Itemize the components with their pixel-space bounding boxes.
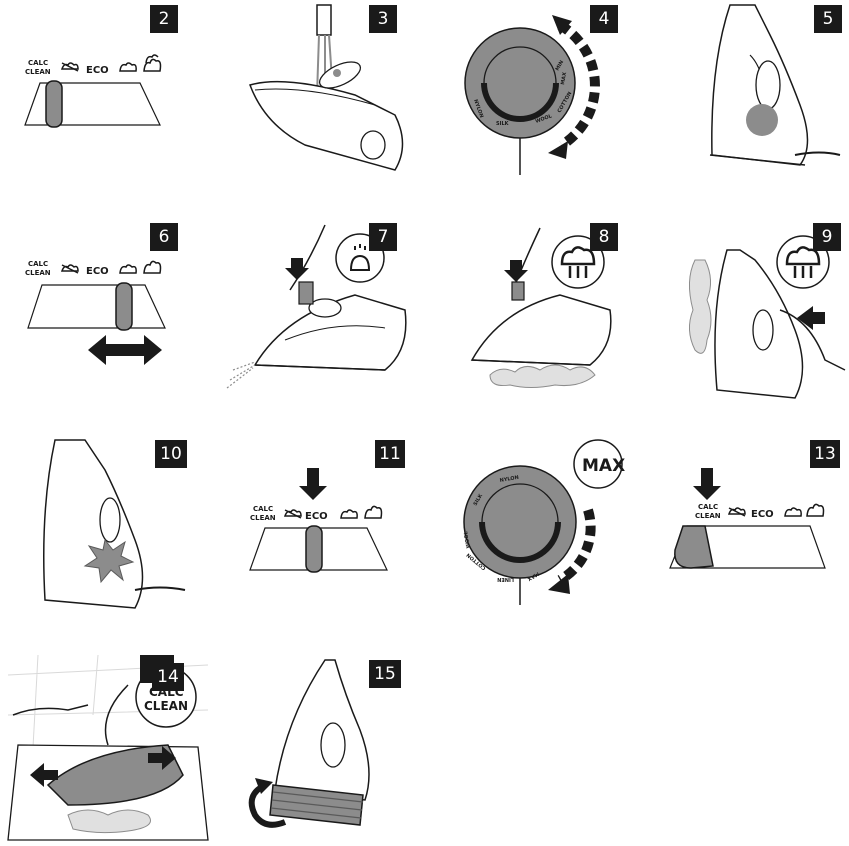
step-10-panel: 10 <box>35 439 195 610</box>
step-7-panel: 7 <box>225 220 415 390</box>
calc-label: CALC <box>698 503 718 511</box>
step-2-panel: 2 CALC CLEAN ECO <box>20 5 195 175</box>
dial-wool: WOOL <box>463 530 472 549</box>
calc-label: CALC <box>28 260 48 268</box>
dial-silk: SILK <box>496 121 510 127</box>
step-number: 10 <box>155 440 187 468</box>
calc-badge-line2: CLEAN <box>144 699 188 713</box>
step-9-panel: 9 <box>685 220 846 400</box>
dial-max: MAX <box>526 570 540 582</box>
spray-button <box>298 281 314 305</box>
steam-icon <box>119 62 137 72</box>
press-arrow-icon <box>797 306 825 330</box>
button-highlight <box>746 104 778 136</box>
iron-warning-illustration <box>43 439 186 609</box>
step-5-panel: 5 <box>690 4 842 175</box>
press-arrow-icon <box>285 258 309 280</box>
clean-label: CLEAN <box>250 514 276 522</box>
step-number: 5 <box>814 5 842 33</box>
left-arrow-icon <box>30 763 58 787</box>
clean-label: CLEAN <box>25 269 51 277</box>
step-number: 11 <box>375 440 405 468</box>
step-number: 9 <box>813 223 841 251</box>
slider-knob <box>45 80 63 128</box>
clean-label: CLEAN <box>25 68 51 76</box>
double-arrow-icon <box>88 335 162 365</box>
no-steam-icon <box>60 264 79 274</box>
tap <box>12 704 89 716</box>
step-number: 2 <box>150 5 178 33</box>
steam-cloud <box>689 259 712 354</box>
no-steam-icon <box>283 509 302 519</box>
steam-icon <box>119 264 137 274</box>
clean-label: CLEAN <box>695 512 721 520</box>
selector-calc-clean-illustration: CALC CLEAN ECO <box>24 54 162 128</box>
press-arrow-icon <box>693 468 721 500</box>
press-arrow-icon <box>299 468 327 500</box>
step-number: 8 <box>590 223 618 251</box>
dial-max-illustration: NYLON SILK WOOL COTTON LINEN MAX MAX <box>463 439 625 605</box>
no-steam-icon <box>60 62 79 72</box>
calc-clean-sink-illustration: CALC CLEAN <box>7 654 209 841</box>
steam-icon <box>340 509 358 519</box>
max-steam-icon <box>364 505 383 519</box>
right-arrow-icon <box>148 746 176 770</box>
cord-storage-illustration <box>248 659 370 828</box>
eco-label: ECO <box>751 509 774 520</box>
step-number: 7 <box>369 223 397 251</box>
step-11-panel: 11 CALC CLEAN ECO <box>245 440 420 590</box>
step-number: 14 <box>152 663 184 691</box>
dial-max: MAX <box>560 72 568 86</box>
selector-calc-clean-press-illustration: CALC CLEAN ECO <box>669 468 826 569</box>
eco-label: ECO <box>86 266 109 277</box>
step-4-panel: 4 NYLON SILK WOOL COTTON MAX MIN <box>460 5 635 180</box>
warning-burst-icon <box>83 538 135 584</box>
step-number: 13 <box>810 440 840 468</box>
steam-cloud <box>67 809 151 834</box>
slider-knob <box>674 525 714 569</box>
step-13-panel: 13 CALC CLEAN ECO <box>665 440 845 590</box>
steam-icon <box>784 507 802 517</box>
selector-slide-illustration: CALC CLEAN ECO <box>25 260 166 365</box>
max-steam-icon <box>143 54 162 72</box>
step-6-panel: 6 CALC CLEAN ECO <box>20 223 195 373</box>
step-14-panel: CALC CLEAN 14 <box>7 654 209 841</box>
dial-min: MIN <box>555 59 566 72</box>
steam-cloud <box>489 364 596 388</box>
temperature-dial-illustration: NYLON SILK WOOL COTTON MAX MIN <box>464 15 600 175</box>
step-3-panel: 3 <box>245 4 420 175</box>
press-arrow-icon <box>504 260 528 282</box>
step-8-panel: 8 <box>460 220 630 390</box>
vertical-steam-illustration <box>689 235 846 399</box>
spray-illustration <box>226 224 407 389</box>
max-steam-icon <box>143 260 162 274</box>
wrap-arrow <box>248 782 287 828</box>
step-15-panel: 15 <box>245 659 415 835</box>
calc-label: CALC <box>253 505 273 513</box>
dial-wool: WOOL <box>535 113 554 125</box>
step-12-panel: NYLON SILK WOOL COTTON LINEN MAX MAX <box>460 439 630 610</box>
step-number: 15 <box>369 660 401 688</box>
eco-label: ECO <box>305 511 328 522</box>
selector-eco-illustration: CALC CLEAN ECO <box>249 468 388 573</box>
dial-nylon: NYLON <box>499 475 519 484</box>
eco-label: ECO <box>86 65 109 76</box>
max-badge <box>573 439 623 489</box>
step-number: 3 <box>369 5 397 33</box>
tap <box>316 4 332 36</box>
filling-water-illustration <box>249 4 404 171</box>
iron-upright-illustration <box>709 4 841 166</box>
max-badge-label: MAX <box>582 456 625 476</box>
max-steam-icon <box>806 503 825 517</box>
dial-linen: LINEN <box>497 576 514 582</box>
step-number: 4 <box>590 5 618 33</box>
no-steam-icon <box>727 507 746 517</box>
calc-label: CALC <box>28 59 48 67</box>
step-number: 6 <box>150 223 178 251</box>
slider-knob <box>305 525 323 573</box>
rotate-arrow <box>557 20 600 150</box>
slider-knob <box>115 282 133 331</box>
